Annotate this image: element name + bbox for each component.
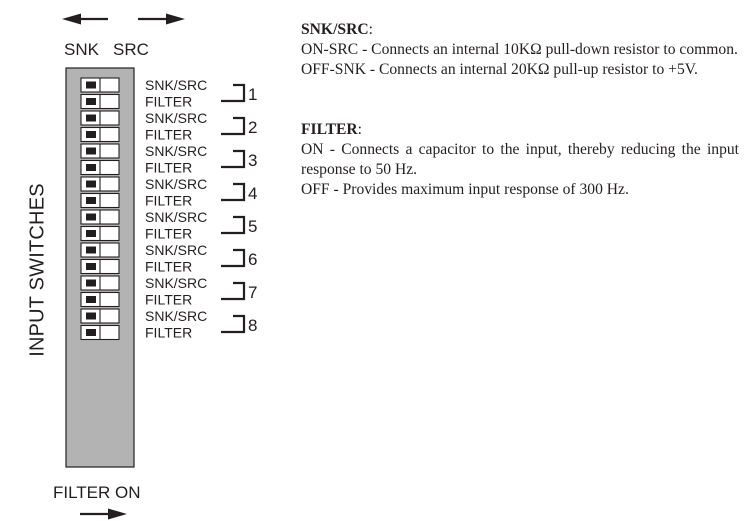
switch-filter-3: FILTER (80, 160, 192, 176)
channel-number-8: 8 (248, 316, 257, 335)
channel-number-5: 5 (248, 217, 257, 236)
snk-src-label-8: SNK/SRC (145, 308, 207, 324)
switch-actuator (86, 197, 96, 204)
snk-src-label-6: SNK/SRC (145, 242, 207, 258)
channel-bracket-4: 4 (221, 182, 257, 203)
filter-label-5: FILTER (145, 226, 192, 242)
switch-filter-7: FILTER (80, 292, 192, 308)
filter-heading: FILTER: (301, 121, 362, 138)
snk-src-label-3: SNK/SRC (145, 143, 207, 159)
switch-actuator (86, 164, 96, 171)
switch-actuator (86, 296, 96, 303)
filter-on-text: ON - Connects a capacitor to the input, … (301, 141, 739, 178)
channel-brackets: 1 2 3 4 5 6 7 8 (221, 83, 257, 335)
switch-snk-src-8: SNK/SRC (80, 308, 207, 324)
filter-label-4: FILTER (145, 193, 192, 209)
channel-bracket-8: 8 (221, 314, 257, 335)
filter-label-8: FILTER (145, 325, 192, 341)
switch-actuator (86, 131, 96, 138)
channel-bracket-3: 3 (221, 149, 257, 170)
switch-snk-src-5: SNK/SRC (80, 209, 207, 225)
switch-rows: SNK/SRCFILTERSNK/SRCFILTERSNK/SRCFILTERS… (80, 77, 207, 341)
filter-label-7: FILTER (145, 292, 192, 308)
channel-bracket-2: 2 (221, 116, 257, 137)
switch-actuator (86, 312, 96, 320)
switch-filter-8: FILTER (80, 325, 192, 341)
snk-src-heading: SNK/SRC: (301, 21, 373, 38)
channel-number-3: 3 (248, 151, 257, 170)
channel-number-1: 1 (248, 85, 257, 104)
filter-label-1: FILTER (145, 94, 192, 110)
channel-bracket-6: 6 (221, 248, 257, 269)
switch-actuator (86, 98, 96, 105)
filter-on-label: FILTER ON (53, 483, 141, 502)
filter-off-text: OFF - Provides maximum input response of… (301, 181, 629, 198)
snk-src-label-2: SNK/SRC (145, 110, 207, 126)
right-arrow-icon (138, 13, 185, 25)
switch-actuator (86, 246, 96, 254)
switch-actuator (86, 263, 96, 270)
switch-actuator (86, 329, 96, 336)
filter-on-arrow-icon (80, 508, 127, 520)
switch-actuator (86, 279, 96, 287)
switch-actuator (86, 213, 96, 221)
switch-actuator (86, 81, 96, 89)
snk-src-heading-text: SNK/SRC (301, 21, 369, 38)
switch-actuator (86, 114, 96, 122)
filter-label-3: FILTER (145, 160, 192, 176)
switch-actuator (86, 147, 96, 155)
switch-snk-src-2: SNK/SRC (80, 110, 207, 126)
channel-number-4: 4 (248, 184, 257, 203)
switch-filter-5: FILTER (80, 226, 192, 242)
filter-heading-text: FILTER (301, 121, 358, 138)
left-arrow-icon (62, 13, 108, 25)
description-panel: SNK/SRC: ON-SRC - Connects an internal 1… (301, 20, 739, 200)
switch-filter-6: FILTER (80, 259, 192, 275)
switch-filter-1: FILTER (80, 94, 192, 110)
switch-snk-src-3: SNK/SRC (80, 143, 207, 159)
switch-snk-src-1: SNK/SRC (80, 77, 207, 93)
switch-snk-src-7: SNK/SRC (80, 275, 207, 291)
switch-snk-src-4: SNK/SRC (80, 176, 207, 192)
snk-src-label-4: SNK/SRC (145, 176, 207, 192)
channel-number-6: 6 (248, 250, 257, 269)
snk-src-label-1: SNK/SRC (145, 77, 207, 93)
channel-number-2: 2 (248, 118, 257, 137)
channel-bracket-1: 1 (221, 83, 257, 104)
switch-filter-2: FILTER (80, 127, 192, 143)
switch-actuator (86, 180, 96, 188)
snk-src-label-7: SNK/SRC (145, 275, 207, 291)
snk-src-label-5: SNK/SRC (145, 209, 207, 225)
src-label: SRC (113, 40, 149, 59)
switch-actuator (86, 230, 96, 237)
input-switches-title: INPUT SWITCHES (26, 183, 49, 357)
snk-label: SNK (64, 40, 100, 59)
switch-snk-src-6: SNK/SRC (80, 242, 207, 258)
channel-bracket-5: 5 (221, 215, 257, 236)
filter-label-2: FILTER (145, 127, 192, 143)
channel-number-7: 7 (248, 283, 257, 302)
channel-bracket-7: 7 (221, 281, 257, 302)
snk-src-off-text: OFF-SNK - Connects an internal 20KΩ pull… (301, 61, 698, 78)
snk-src-on-text: ON-SRC - Connects an internal 10KΩ pull-… (301, 41, 738, 58)
switch-filter-4: FILTER (80, 193, 192, 209)
filter-label-6: FILTER (145, 259, 192, 275)
